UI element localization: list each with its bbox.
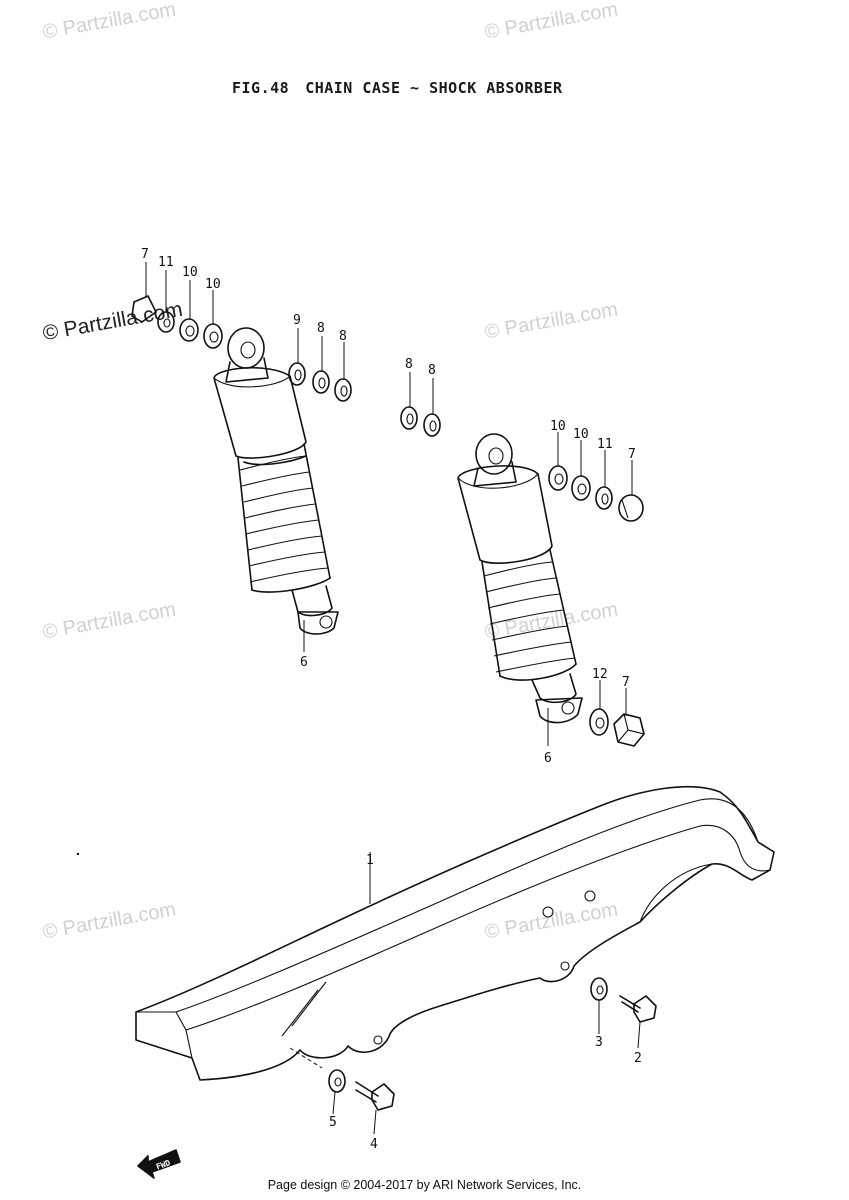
left-shock-absorber[interactable]	[213, 327, 339, 635]
callout-7: 7	[628, 447, 636, 462]
figure-number: FIG.48	[232, 79, 290, 97]
washer-8-a[interactable]	[312, 370, 330, 394]
washer-10-right-a[interactable]	[548, 465, 568, 491]
callout-11: 11	[158, 255, 174, 270]
callout-3: 3	[595, 1035, 603, 1050]
callout-5: 5	[329, 1115, 337, 1130]
washer-11-right[interactable]	[595, 486, 613, 510]
washer-10-right-b[interactable]	[571, 475, 591, 501]
cap-nut-left-upper[interactable]	[131, 295, 157, 323]
figure-title: FIG.48 CHAIN CASE ~ SHOCK ABSORBER	[232, 79, 563, 97]
chain-case[interactable]	[135, 785, 775, 1081]
washer-12[interactable]	[589, 708, 609, 736]
callout-2: 2	[634, 1051, 642, 1066]
callout-numbers: 7 11 10 10 9 8 8 8 8 10 10 11 7 12 7 6 6…	[141, 247, 642, 1152]
callout-8: 8	[317, 321, 325, 336]
callout-10: 10	[550, 419, 566, 434]
nut-7-lower[interactable]	[613, 713, 645, 747]
callout-10: 10	[205, 277, 221, 292]
speck	[76, 852, 80, 856]
callout-11: 11	[597, 437, 613, 452]
cap-nut-right-upper[interactable]	[618, 494, 644, 522]
footer-credit: Page design © 2004-2017 by ARI Network S…	[267, 1178, 582, 1192]
washer-11-left[interactable]	[157, 311, 175, 333]
washer-10-left-a[interactable]	[179, 318, 199, 342]
callout-9: 9	[293, 313, 301, 328]
washer-5[interactable]	[328, 1069, 346, 1093]
callout-8: 8	[339, 329, 347, 344]
callout-4: 4	[370, 1137, 378, 1152]
callout-8: 8	[405, 357, 413, 372]
washer-9[interactable]	[288, 362, 306, 386]
washer-8-c[interactable]	[400, 406, 418, 430]
callout-8: 8	[428, 363, 436, 378]
callout-12: 12	[592, 667, 608, 682]
washer-8-b[interactable]	[334, 378, 352, 402]
callout-7: 7	[141, 247, 149, 262]
callout-10: 10	[573, 427, 589, 442]
callout-1: 1	[366, 853, 374, 868]
callout-6: 6	[300, 655, 308, 670]
callout-10: 10	[182, 265, 198, 280]
leader-lines	[145, 262, 641, 1135]
washer-8-d[interactable]	[423, 413, 441, 437]
bolt-4[interactable]	[355, 1081, 395, 1111]
bolt-2[interactable]	[619, 995, 657, 1023]
right-shock-absorber[interactable]	[457, 433, 583, 724]
washer-3[interactable]	[590, 977, 608, 1001]
washer-10-left-b[interactable]	[203, 323, 223, 349]
callout-6: 6	[544, 751, 552, 766]
figure-name: CHAIN CASE ~ SHOCK ABSORBER	[305, 79, 563, 97]
fwd-arrow: FWD	[137, 1149, 181, 1179]
callout-7: 7	[622, 675, 630, 690]
